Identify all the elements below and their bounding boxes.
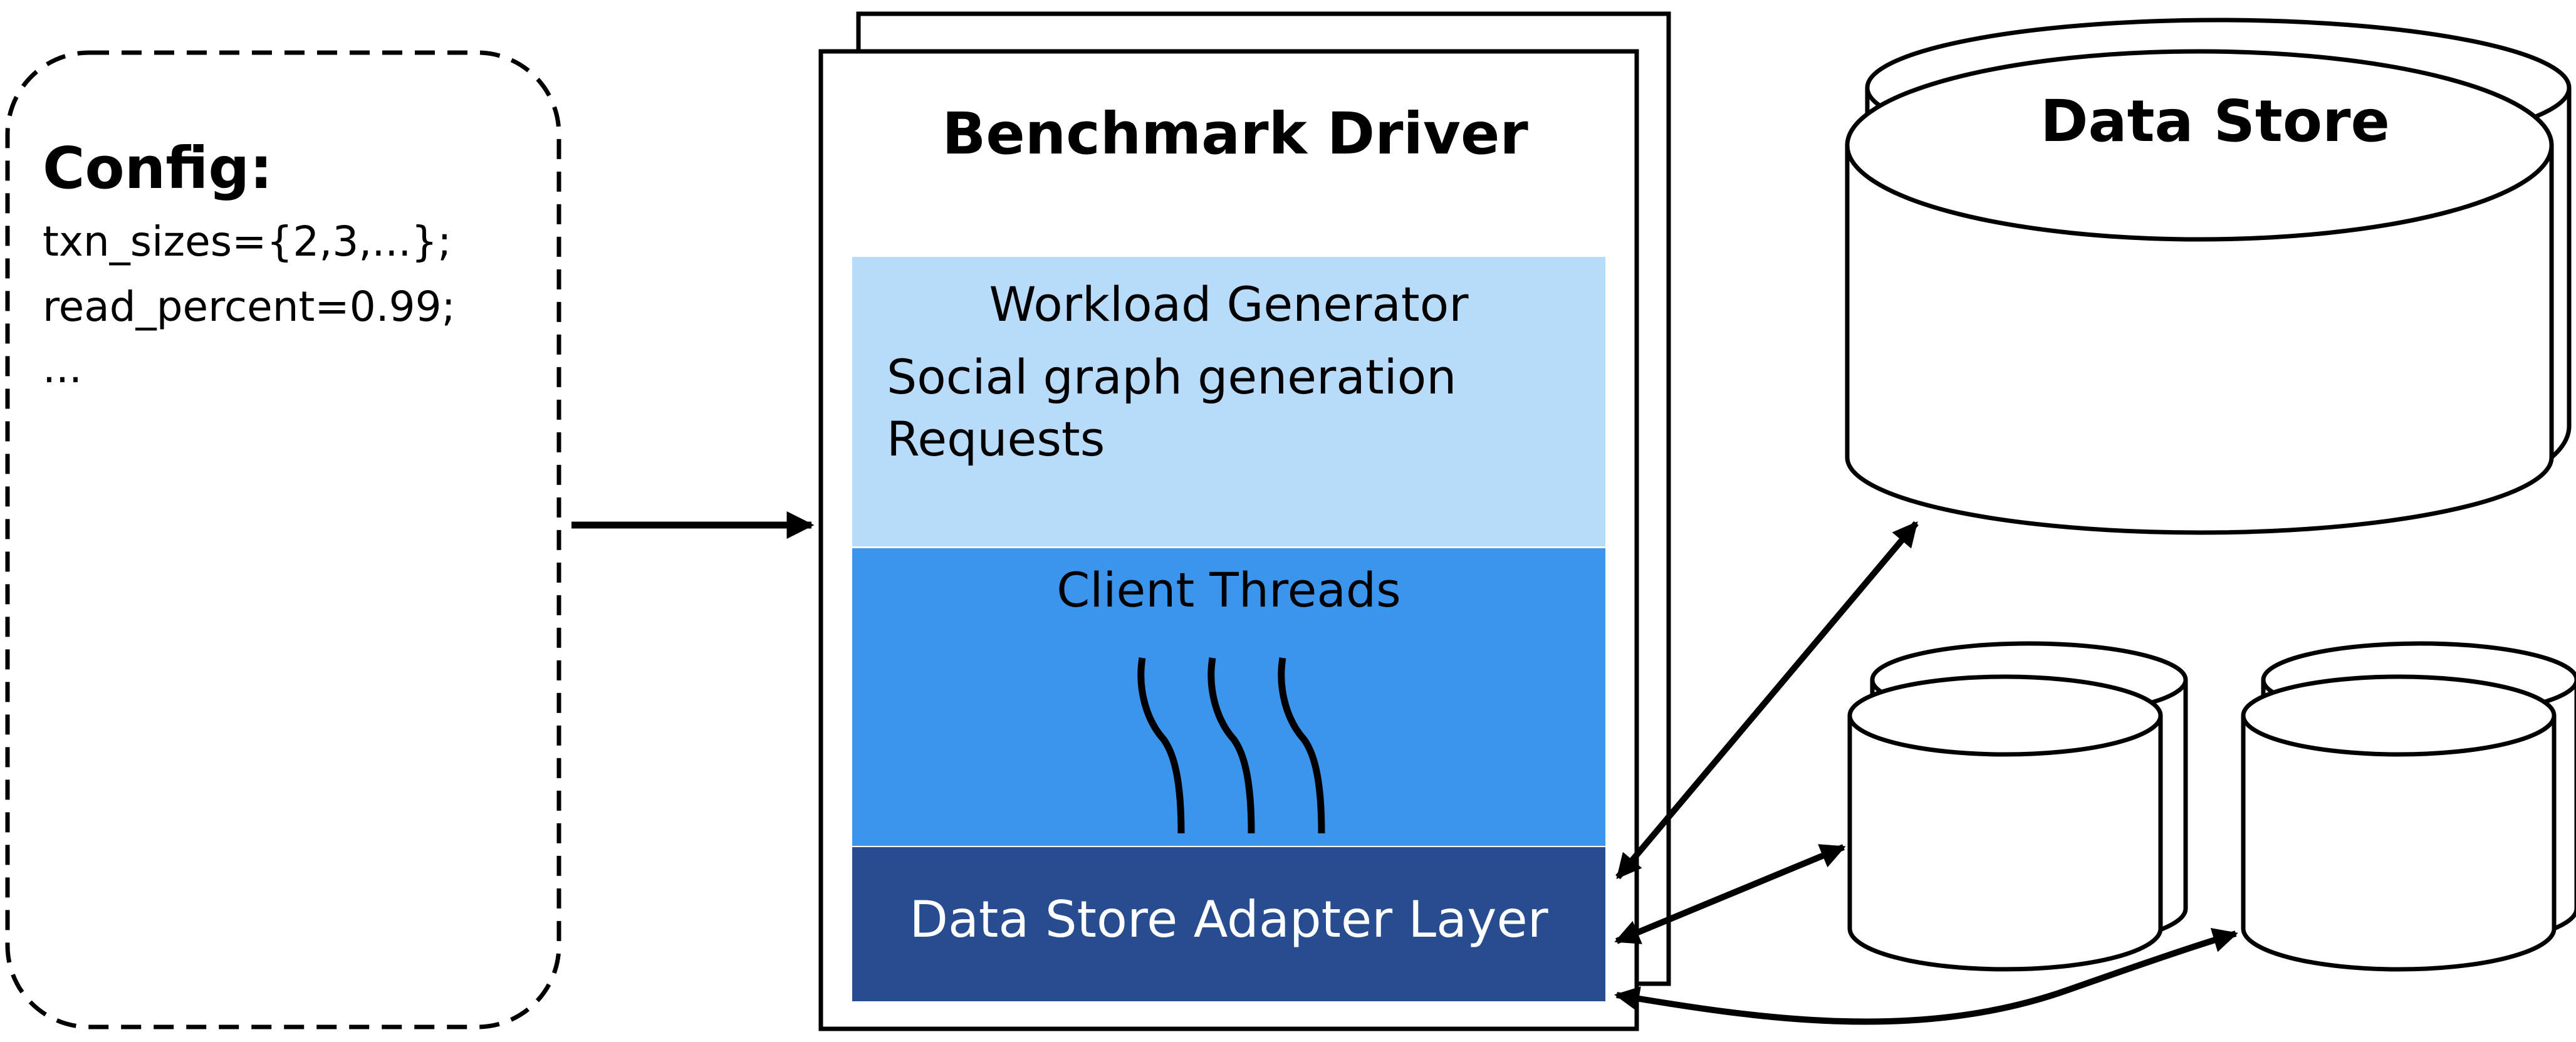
config-panel: Config: txn_sizes={2,3,...}; read_percen… (5, 50, 561, 1029)
thread-icon (1137, 657, 1185, 834)
config-line-read-percent: read_percent=0.99; (43, 283, 456, 331)
driver-title: Benchmark Driver (942, 100, 1528, 167)
thread-icon (1278, 657, 1325, 834)
thread-icon (1207, 657, 1255, 834)
small-store-1-front-cylinder-top (1847, 674, 2163, 757)
config-line-ellipsis: ... (43, 344, 82, 392)
client-threads-block (852, 548, 1605, 846)
small-store-2-front-cylinder-top (2241, 674, 2557, 757)
data-store-front-cylinder (1845, 145, 2554, 535)
benchmark-driver: Benchmark Driver Workload Generator Soci… (818, 11, 1671, 1031)
adapter-to-small-store-1-arrow (1614, 844, 1846, 944)
config-line-txn-sizes: txn_sizes={2,3,...}; (43, 217, 452, 266)
data-store-small-1 (1847, 641, 2188, 972)
data-store-title: Data Store (2040, 88, 2390, 155)
data-store-front-cylinder-top (1845, 49, 2554, 242)
adapter-layer-block (852, 847, 1605, 1001)
client-threads-title: Client Threads (1056, 562, 1401, 618)
config-box (5, 50, 561, 1029)
adapter-layer-title: Data Store Adapter Layer (909, 890, 1548, 949)
config-title: Config: (43, 135, 273, 202)
workload-item-social-graph: Social graph generation (887, 349, 1456, 405)
workload-generator-block (852, 257, 1605, 546)
data-store-small-2 (2241, 641, 2576, 972)
workload-item-requests: Requests (887, 411, 1105, 467)
data-store-large: Data Store (1845, 18, 2572, 535)
adapter-to-small-store-2-arrow (1614, 927, 2238, 1025)
small-store-2-front-cylinder (2241, 716, 2557, 972)
adapter-to-data-store-arrow (1615, 521, 1919, 880)
workload-generator-title: Workload Generator (989, 276, 1469, 332)
